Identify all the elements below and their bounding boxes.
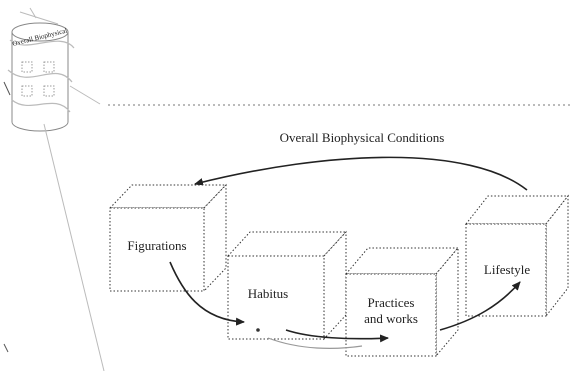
box-practices-label-line1: Practices <box>368 295 415 310</box>
box-practices: Practices and works <box>344 246 460 358</box>
arrow-figurations-to-habitus <box>169 261 245 326</box>
box-practices-top <box>344 247 460 275</box>
cylinder-bottom-arc <box>11 121 69 132</box>
cylinder-swirl-lines <box>7 39 75 113</box>
box-lifestyle-front <box>465 223 547 317</box>
cylinder-top-strokes <box>19 7 59 25</box>
corner-tick <box>3 343 9 353</box>
box-habitus: Habitus <box>226 230 348 341</box>
mini-box-2 <box>43 61 55 73</box>
cylinder-pointer-tick <box>3 81 11 96</box>
box-figurations: Figurations <box>108 183 228 293</box>
box-habitus-label: Habitus <box>248 286 288 301</box>
box-figurations-side <box>203 183 227 293</box>
mini-box-3 <box>21 85 33 97</box>
cylinder-label: Overall Biophysical <box>12 27 69 48</box>
mini-box-4 <box>43 85 55 97</box>
mini-box-1 <box>21 61 33 73</box>
box-figurations-label: Figurations <box>127 238 186 253</box>
box-lifestyle: Lifestyle <box>464 194 570 318</box>
cylinder-thumbnail: Overall Biophysical <box>3 7 75 132</box>
projection-line-lower <box>43 123 105 372</box>
arrow-practices-to-lifestyle <box>439 281 521 331</box>
box-figurations-front <box>109 207 205 292</box>
box-practices-front <box>345 273 437 357</box>
projection-line-upper <box>69 85 101 105</box>
arrow-shadow-curve <box>267 337 363 349</box>
diagram-title: Overall Biophysical Conditions <box>280 130 445 145</box>
arrow-lifestyle-to-figurations <box>194 156 528 191</box>
box-figurations-top <box>108 184 228 209</box>
habitus-dot <box>256 328 260 332</box>
arrow-habitus-to-practices <box>285 329 389 343</box>
box-practices-label-line2: and works <box>364 311 418 326</box>
box-lifestyle-label: Lifestyle <box>484 262 530 277</box>
